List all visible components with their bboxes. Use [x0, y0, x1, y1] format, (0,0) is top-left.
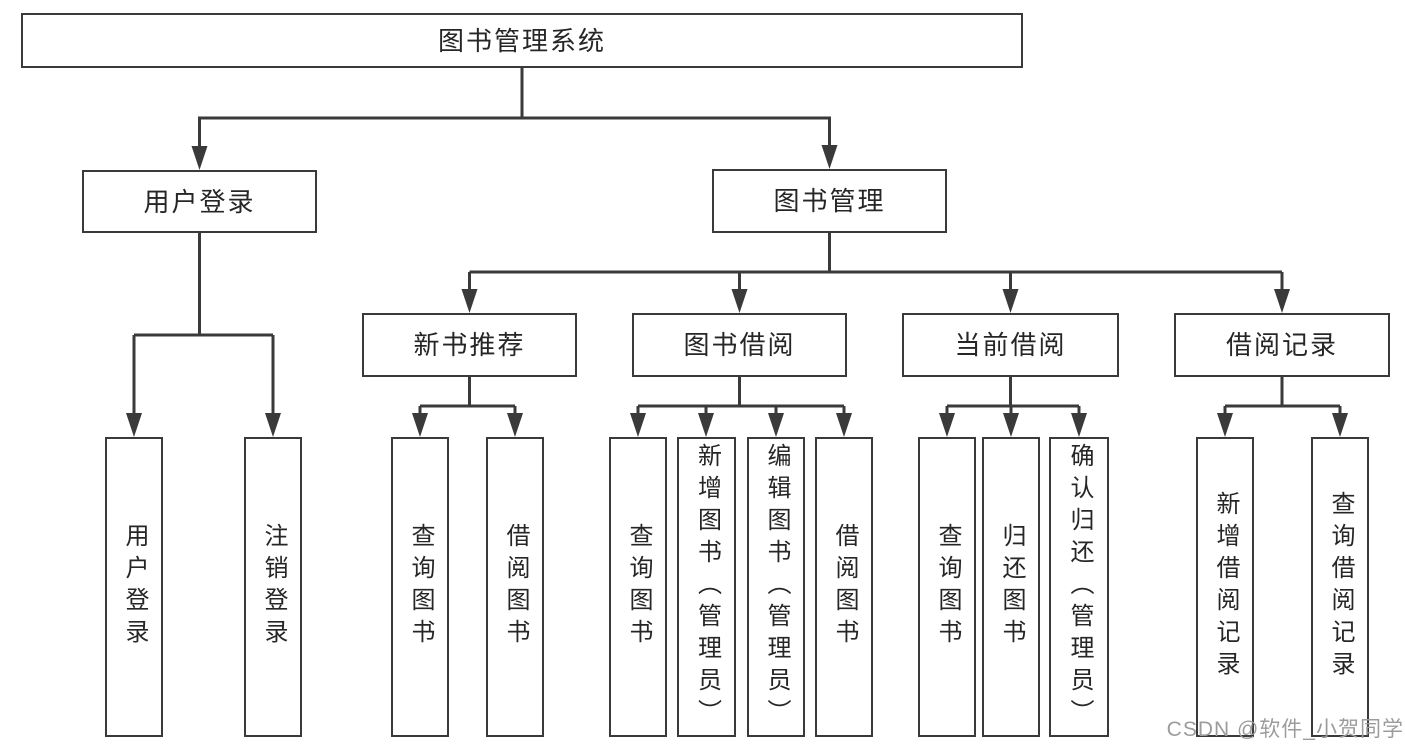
- leaf-edit-book-admin: 编辑图书（管理员）: [747, 437, 805, 737]
- leaf-label: 归还图书: [998, 523, 1025, 651]
- leaf-borrow-book: 借阅图书: [815, 437, 873, 737]
- node-library-management-system: 图书管理系统: [21, 13, 1023, 68]
- down-arrow: [265, 413, 281, 437]
- leaf-label: 借阅图书: [502, 523, 529, 651]
- leaf-label: 查询图书: [407, 523, 434, 651]
- watermark: CSDN @软件_小贺同学: [1166, 718, 1404, 741]
- down-arrow: [507, 413, 523, 437]
- down-arrow: [412, 413, 428, 437]
- leaf-label: 查询图书: [625, 523, 652, 651]
- connector-user-login-children: [126, 233, 281, 437]
- down-arrow: [1274, 289, 1290, 313]
- node-book-management: 图书管理: [712, 169, 947, 233]
- node-label: 图书管理系统: [437, 25, 606, 56]
- leaf-label: 查询借阅记录: [1327, 491, 1354, 683]
- node-label: 图书管理: [773, 186, 886, 216]
- down-arrow: [126, 413, 142, 437]
- connector-book-borrow-children: [630, 377, 852, 437]
- down-arrow: [1332, 413, 1348, 437]
- leaf-query-book-recommend: 查询图书: [391, 437, 449, 737]
- leaf-query-book-borrow: 查询图书: [609, 437, 667, 737]
- node-label: 图书借阅: [683, 330, 796, 360]
- leaf-label: 查询图书: [934, 523, 961, 651]
- leaf-borrow-book-recommend: 借阅图书: [486, 437, 544, 737]
- node-label: 当前借阅: [954, 330, 1067, 360]
- node-label: 用户登录: [143, 186, 256, 217]
- down-arrow: [821, 145, 838, 169]
- node-new-book-recommend: 新书推荐: [362, 313, 577, 377]
- connector-book-management-children: [461, 233, 1290, 313]
- down-arrow: [731, 289, 748, 313]
- leaf-add-book-admin: 新增图书（管理员）: [677, 437, 736, 737]
- down-arrow: [1071, 413, 1087, 437]
- leaf-logout-login: 注销登录: [244, 437, 302, 737]
- leaf-add-borrow-record: 新增借阅记录: [1196, 437, 1254, 737]
- connector-current-borrow-children: [939, 377, 1087, 437]
- leaf-label: 借阅图书: [831, 523, 858, 651]
- leaf-query-book-current: 查询图书: [918, 437, 976, 737]
- node-label: 借阅记录: [1225, 330, 1338, 360]
- down-arrow: [1002, 289, 1019, 313]
- down-arrow: [698, 413, 714, 437]
- leaf-label: 确认归还（管理员）: [1066, 443, 1093, 731]
- down-arrow: [768, 413, 784, 437]
- down-arrow: [461, 289, 478, 313]
- node-book-borrow: 图书借阅: [632, 313, 847, 377]
- node-user-login: 用户登录: [82, 170, 317, 233]
- down-arrow: [836, 413, 852, 437]
- leaf-user-login: 用户登录: [105, 437, 163, 737]
- down-arrow: [191, 146, 208, 170]
- leaf-return-book: 归还图书: [982, 437, 1040, 737]
- leaf-label: 用户登录: [121, 523, 148, 651]
- down-arrow: [630, 413, 646, 437]
- leaf-label: 编辑图书（管理员）: [763, 443, 790, 731]
- down-arrow: [1003, 413, 1019, 437]
- down-arrow: [1217, 413, 1233, 437]
- leaf-query-borrow-record: 查询借阅记录: [1311, 437, 1369, 737]
- leaf-label: 新增图书（管理员）: [693, 443, 721, 731]
- connector-root-children: [191, 68, 838, 170]
- leaf-label: 新增借阅记录: [1212, 491, 1239, 683]
- node-current-borrow: 当前借阅: [902, 313, 1119, 377]
- down-arrow: [939, 413, 955, 437]
- leaf-confirm-return-admin: 确认归还（管理员）: [1049, 437, 1109, 737]
- connector-borrow-records-children: [1217, 377, 1348, 437]
- connector-new-book-children: [412, 377, 523, 437]
- leaf-label: 注销登录: [260, 523, 287, 651]
- node-borrow-records: 借阅记录: [1174, 313, 1390, 377]
- node-label: 新书推荐: [413, 330, 526, 360]
